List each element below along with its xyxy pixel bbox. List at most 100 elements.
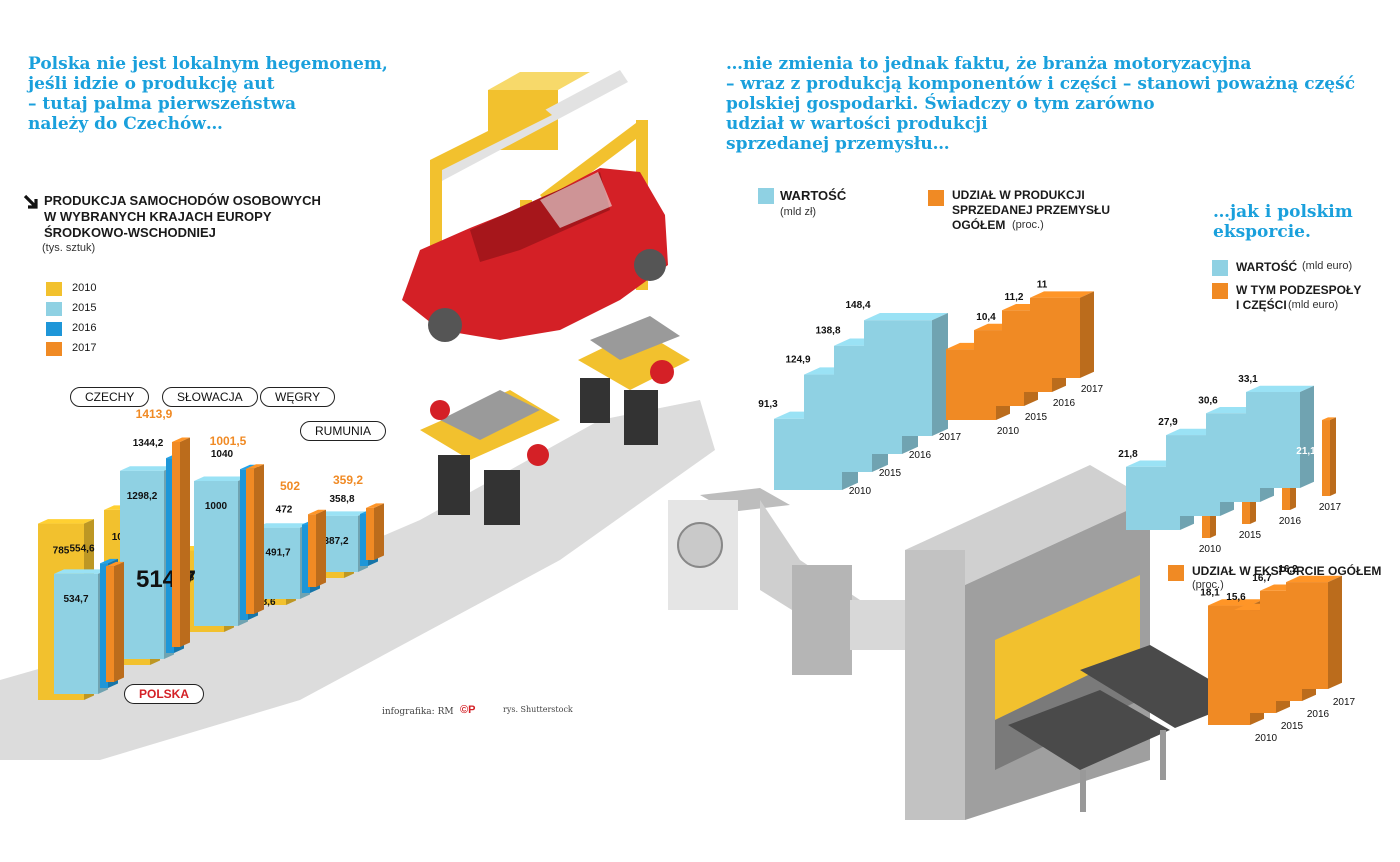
legend-swatch-value — [758, 188, 774, 204]
legend-swatch-2016 — [46, 322, 62, 336]
right-headline: …nie zmienia to jednak faktu, że branża … — [726, 54, 1356, 154]
bar-export-value-2017-top — [1246, 385, 1314, 393]
legend-swatch-2010 — [46, 282, 62, 296]
bar-polska-2010-top — [38, 519, 94, 524]
data-label-węgry-2015: 491,7 — [265, 548, 290, 559]
data-label-czechy-2015: 1298,2 — [127, 491, 158, 502]
data-label-share-2015: 10,4 — [976, 312, 996, 323]
country-label-rumunia: RUMUNIA — [300, 421, 386, 441]
left-chart-title: PRODUKCJA SAMOCHODÓW OSOBOWYCH W WYBRANY… — [44, 193, 321, 240]
bar-polska-2016 — [100, 563, 108, 688]
x-label-export-share-2015: 2015 — [1281, 721, 1304, 732]
bar-value-2017-side — [932, 313, 948, 436]
bar-czechy-2017-top — [172, 437, 190, 442]
bar-węgry-2016 — [302, 524, 310, 593]
bar-share-2017-side — [1080, 291, 1094, 378]
export-headline: …jak i polskim eksporcie. — [1213, 202, 1353, 242]
data-label-value-2017: 148,4 — [845, 300, 870, 311]
engine-lift-left — [420, 390, 560, 525]
legend-swatch-export-value — [1212, 260, 1228, 276]
legend-swatch-export-share — [1168, 565, 1184, 581]
bar-czechy-2015 — [120, 470, 164, 659]
data-label-czechy-2016: 1344,2 — [133, 438, 164, 449]
data-label-value-2010: 91,3 — [758, 399, 778, 410]
x-label-export-share-2017: 2017 — [1333, 697, 1356, 708]
data-label-słowacja-2017: 1001,5 — [210, 434, 247, 448]
bar-rumunia-2017-top — [366, 503, 384, 508]
bar-export-parts-2017-side — [1330, 417, 1336, 496]
data-label-value-2016: 138,8 — [815, 326, 840, 337]
data-label-export-value-2010: 21,8 — [1118, 449, 1138, 460]
data-label-rumunia-2017: 359,2 — [333, 473, 363, 487]
bar-rumunia-2016 — [360, 513, 368, 566]
legend-value-unit: (mld zł) — [780, 206, 817, 218]
x-label-export-share-2010: 2010 — [1255, 733, 1278, 744]
bar-value-2017 — [864, 320, 932, 436]
data-label-słowacja-2015: 1000 — [205, 501, 228, 512]
data-label-export-share-2015: 15,6 — [1226, 592, 1246, 603]
bar-rumunia-2017-side — [374, 503, 384, 560]
bar-share-2017-top — [1030, 291, 1094, 298]
legend-value-label: WARTOŚĆ — [780, 188, 847, 203]
bar-export-value-2017 — [1246, 392, 1300, 488]
data-label-share-2016: 11,2 — [1005, 292, 1024, 303]
bar-export-share-2017-top — [1286, 575, 1342, 583]
x-label-value-2016: 2016 — [909, 450, 932, 461]
data-label-polska-2015: 534,7 — [63, 594, 88, 605]
engine-lift-right — [578, 316, 690, 445]
bar-węgry-2017-top — [308, 509, 326, 515]
data-label-czechy-2017: 1413,9 — [136, 407, 173, 421]
legend-swatch-2017 — [46, 342, 62, 356]
legend-swatch-share — [928, 190, 944, 206]
bar-węgry-2017 — [308, 514, 316, 587]
bar-polska-2017-side — [114, 561, 124, 682]
bar-słowacja-2015-top — [194, 476, 248, 481]
data-label-węgry-2017: 502 — [280, 479, 300, 493]
x-label-share-2017: 2017 — [1081, 384, 1104, 395]
x-label-share-2015: 2015 — [1025, 412, 1048, 423]
country-label-polska: POLSKA — [124, 684, 205, 704]
data-label-export-value-2017: 33,1 — [1238, 374, 1258, 385]
bar-export-share-2017 — [1286, 582, 1328, 689]
data-label-słowacja-2016: 1040 — [211, 449, 234, 460]
bar-polska-2015-top — [54, 569, 108, 574]
data-label-share-2017: 11 — [1037, 280, 1048, 291]
left-chart-unit: (tys. sztuk) — [42, 242, 96, 254]
credit-illustration: rys. Shutterstock — [503, 705, 573, 714]
legend-swatch-2015 — [46, 302, 62, 316]
bar-słowacja-2016 — [240, 469, 248, 620]
bar-value-2017-top — [864, 313, 948, 321]
legend-export-parts-unit: (mld euro) — [1288, 299, 1339, 311]
bar-share-2017 — [1030, 297, 1080, 378]
x-label-export-2017: 2017 — [1319, 502, 1342, 513]
bar-słowacja-2017 — [246, 468, 254, 614]
legend-swatch-export-parts — [1212, 283, 1228, 299]
x-label-export-2010: 2010 — [1199, 544, 1222, 555]
legend-label-2010: 2010 — [72, 282, 97, 294]
bar-polska-2017-top — [106, 561, 124, 567]
credit-infographic: infografika: RM — [382, 707, 454, 717]
bar-czechy-2015-top — [120, 466, 174, 471]
x-label-value-2015: 2015 — [879, 468, 902, 479]
red-car-body — [402, 168, 668, 342]
country-label-slowacja: SŁOWACJA — [162, 387, 258, 407]
bar-słowacja-2015 — [194, 481, 238, 626]
bar-polska-2017 — [106, 566, 114, 682]
export-share-unit: (proc.) — [1192, 579, 1224, 591]
bar-węgry-2015-top — [256, 523, 310, 528]
legend-label-2016: 2016 — [72, 322, 97, 334]
bar-rumunia-2015-top — [314, 511, 368, 516]
bar-polska-2015 — [54, 573, 98, 694]
bar-export-parts-2017 — [1322, 420, 1330, 496]
bar-export-share-2017-side — [1328, 575, 1342, 689]
legend-export-value-unit: (mld euro) — [1302, 260, 1353, 272]
bar-export-value-2017-side — [1300, 385, 1314, 488]
x-label-value-2010: 2010 — [849, 486, 872, 497]
bar-rumunia-2017 — [366, 507, 374, 560]
data-label-export-parts-2017: 21,1 — [1296, 446, 1316, 457]
data-label-value-2015: 124,9 — [785, 355, 810, 366]
x-label-value-2017: 2017 — [939, 432, 962, 443]
bar-czechy-2016 — [166, 458, 174, 653]
data-label-węgry-2016: 472 — [276, 505, 293, 516]
